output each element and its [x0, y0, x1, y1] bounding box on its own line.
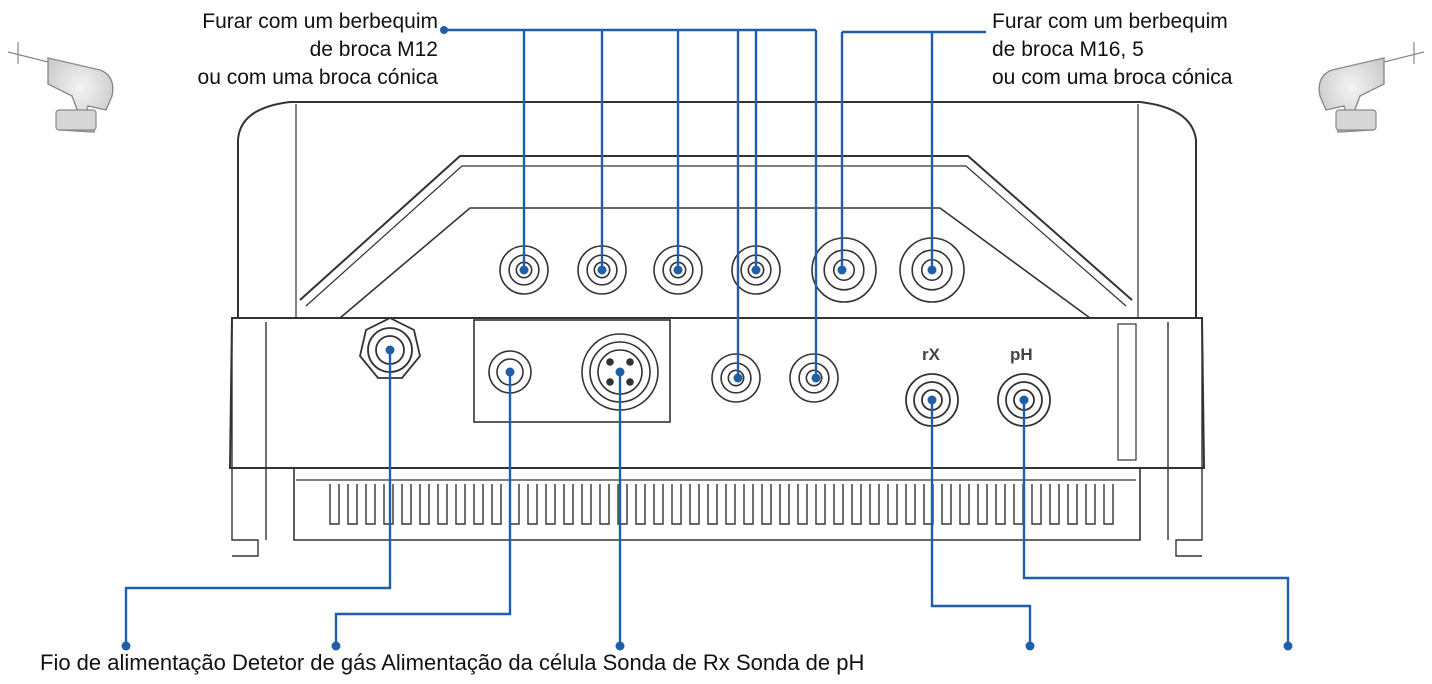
callout-dot: [615, 641, 625, 651]
heat-sink-fins: [329, 484, 1114, 525]
heat-sink-fin: [1085, 484, 1096, 525]
callout-dot: [1025, 641, 1035, 651]
heat-sink-fin: [401, 484, 412, 525]
connector-panel: [473, 319, 671, 423]
heat-sink-fin: [329, 484, 340, 525]
callout-dot: [440, 26, 448, 34]
label-m16: Furar com um berbequim de broca M16, 5 o…: [992, 8, 1312, 92]
heat-sink-fin: [347, 484, 358, 525]
heat-sink-fin: [527, 484, 538, 525]
heat-sink-fin: [851, 484, 862, 525]
heat-sink-fin: [1103, 484, 1114, 525]
callout-dot: [505, 367, 515, 377]
label-m12: Furar com um berbequim de broca M12 ou c…: [130, 8, 438, 92]
heat-sink-fin: [671, 484, 682, 525]
drill-icon-left: [7, 42, 114, 133]
heat-sink-fin: [761, 484, 772, 525]
callout-dot: [1283, 641, 1293, 651]
heat-sink-fin: [959, 484, 970, 525]
heat-sink-fin: [833, 484, 844, 525]
callout-dot: [751, 265, 761, 275]
heat-sink-fin: [905, 484, 916, 525]
heat-sink-fin: [977, 484, 988, 525]
callout-dot: [385, 345, 395, 355]
label-m12-line2: de broca M12: [309, 38, 438, 61]
label-rx-probe: Sonda de Rx: [602, 650, 730, 675]
heat-sink-fin: [887, 484, 898, 525]
heat-sink-fin: [653, 484, 664, 525]
heat-sink-fin: [545, 484, 556, 525]
label-ph-probe: Sonda de pH: [735, 650, 865, 675]
heat-sink-fin: [563, 484, 574, 525]
heat-sink-fin: [635, 484, 646, 525]
callout-dot: [673, 265, 683, 275]
callout-line: [124, 350, 392, 646]
callout-dot: [1019, 395, 1029, 405]
label-m16-line1: Furar com um berbequim: [992, 10, 1228, 33]
callout-line: [930, 400, 1032, 646]
label-m16-line2: de broca M16, 5: [992, 38, 1144, 61]
callout-dot: [927, 265, 937, 275]
drill-icon-right: [1318, 42, 1425, 133]
heat-sink-fin: [797, 484, 808, 525]
heat-sink-fin: [419, 484, 430, 525]
callout-lines: [124, 28, 1290, 646]
heat-sink-fin: [1031, 484, 1042, 525]
heat-sink-fin: [473, 484, 484, 525]
callout-dot: [121, 641, 131, 651]
label-m12-line3: ou com uma broca cónica: [197, 66, 438, 89]
callout-dot: [519, 265, 529, 275]
heat-sink-fin: [869, 484, 880, 525]
heat-sink-fin: [743, 484, 754, 525]
callout-dot: [331, 641, 341, 651]
heat-sink-fin: [995, 484, 1006, 525]
heat-sink-fin: [707, 484, 718, 525]
callout-dot: [811, 373, 821, 383]
heat-sink-fin: [725, 484, 736, 525]
heat-sink-fin: [437, 484, 448, 525]
heat-sink-fin: [1049, 484, 1060, 525]
label-cell-power: Alimentação da célula: [381, 650, 597, 675]
heat-sink-fin: [1013, 484, 1024, 525]
label-gas-detector: Detetor de gás: [232, 650, 377, 675]
callout-dot: [597, 265, 607, 275]
callout-dot: [615, 367, 625, 377]
callout-line: [334, 372, 512, 646]
heat-sink-fin: [1067, 484, 1078, 525]
port-label-ph: pH: [1010, 345, 1033, 364]
label-power-cable: Fio de alimentação: [40, 650, 226, 675]
heat-sink-fin: [779, 484, 790, 525]
heat-sink-fin: [455, 484, 466, 525]
heat-sink-fin: [383, 484, 394, 525]
callout-dot: [927, 395, 937, 405]
heat-sink-fin: [581, 484, 592, 525]
label-m16-line3: ou com uma broca cónica: [992, 66, 1233, 89]
heat-sink-fin: [941, 484, 952, 525]
callout-dots: [121, 26, 1293, 651]
bottom-labels: Fio de alimentação Detetor de gás Alimen…: [40, 650, 864, 676]
heat-sink-fin: [509, 484, 520, 525]
heat-sink-fin: [689, 484, 700, 525]
heat-sink-fin: [491, 484, 502, 525]
heat-sink-fin: [599, 484, 610, 525]
callout-dot: [837, 265, 847, 275]
callout-dot: [733, 373, 743, 383]
heat-sink-fin: [815, 484, 826, 525]
callout-line: [1022, 400, 1290, 646]
heat-sink-fin: [617, 484, 628, 525]
port-label-rx: rX: [922, 345, 941, 364]
label-m12-line1: Furar com um berbequim: [202, 10, 438, 33]
heat-sink-fin: [365, 484, 376, 525]
